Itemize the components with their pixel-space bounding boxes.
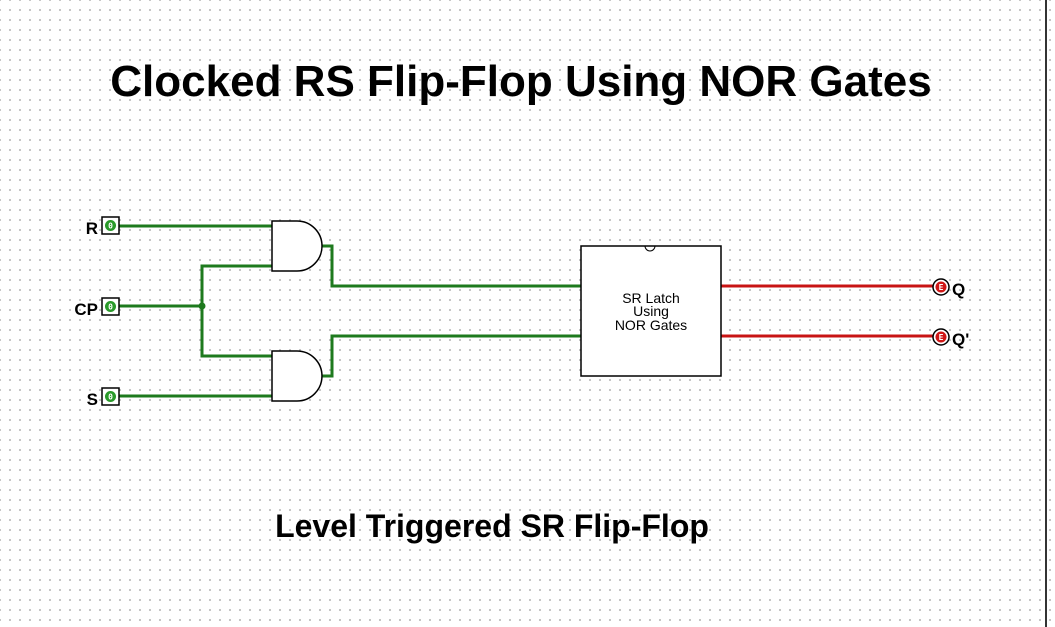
red-wires [721, 284, 934, 338]
diagram-title: Clocked RS Flip-Flop Using NOR Gates [110, 57, 931, 106]
input-pin-cp-value: 0 [108, 303, 113, 312]
latch-label-line3: NOR Gates [615, 317, 687, 333]
output-label-qbar: Q' [952, 330, 969, 349]
input-label-r: R [86, 219, 98, 238]
diagram-subtitle: Level Triggered SR Flip-Flop [275, 508, 709, 544]
input-pin-s[interactable]: 0 [101, 387, 120, 406]
latch-label-line1: SR Latch [622, 290, 680, 306]
latch-label-line2: Using [633, 303, 669, 319]
wire-junction [198, 302, 206, 310]
latch-notch [644, 245, 656, 252]
output-pin-qbar[interactable]: E [932, 328, 950, 346]
sr-latch-block[interactable]: SR Latch Using NOR Gates [580, 245, 722, 377]
output-pin-q-value: E [939, 283, 944, 292]
input-label-s: S [87, 390, 98, 409]
input-label-cp: CP [74, 300, 98, 319]
output-pin-qbar-value: E [939, 333, 944, 342]
wire-cp-lower [200, 304, 274, 358]
green-wires [116, 224, 584, 398]
wire-and2-out [320, 334, 584, 378]
wire-and1-out [320, 244, 584, 288]
wire-cp-upper [200, 264, 274, 308]
input-pin-r[interactable]: 0 [101, 216, 120, 235]
output-pin-q[interactable]: E [932, 278, 950, 296]
and-gate-upper[interactable] [271, 220, 323, 272]
input-pin-s-value: 0 [108, 393, 113, 402]
output-label-q: Q [952, 280, 965, 299]
canvas-right-border [1045, 0, 1047, 627]
and-gate-lower[interactable] [271, 350, 323, 402]
input-pin-r-value: 0 [108, 222, 113, 231]
input-pin-cp[interactable]: 0 [101, 297, 120, 316]
